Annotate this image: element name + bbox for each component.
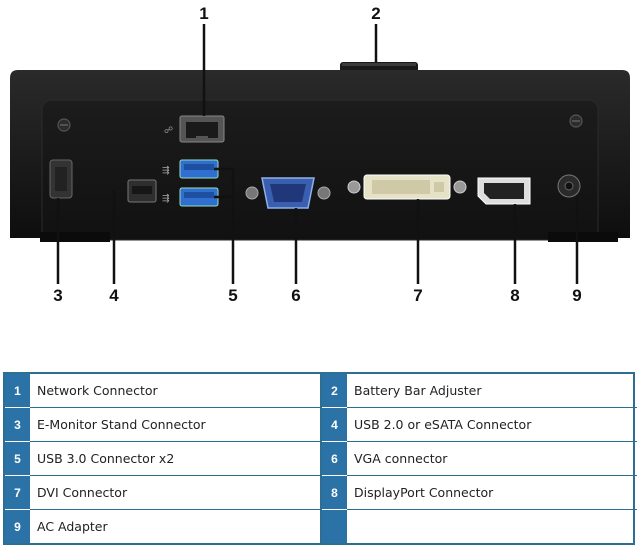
legend-row: 5 USB 3.0 Connector x2 6 VGA connector — [5, 441, 637, 476]
callout-number-3: 3 — [53, 286, 63, 305]
legend-label: Network Connector — [30, 374, 322, 408]
usb3-ports-icon: ⇶ ⇶ — [162, 159, 219, 207]
callout-number-2: 2 — [371, 4, 381, 23]
legend-row: 3 E-Monitor Stand Connector 4 USB 2.0 or… — [5, 407, 637, 442]
legend-label: E-Monitor Stand Connector — [30, 407, 322, 442]
legend-number: 1 — [5, 374, 30, 408]
connector-legend-table: 1 Network Connector 2 Battery Bar Adjust… — [3, 372, 637, 545]
legend-label: VGA connector — [347, 441, 637, 476]
displayport-icon — [477, 177, 531, 205]
callout-number-5: 5 — [228, 286, 238, 305]
legend-number: 4 — [321, 407, 347, 442]
legend-number: 6 — [321, 441, 347, 476]
legend-label: DisplayPort Connector — [347, 475, 637, 510]
esata-port-icon — [127, 179, 157, 203]
port-replicator-diagram: ☍ ⇶ ⇶ — [10, 4, 630, 305]
callout-leader-lines — [56, 24, 579, 284]
leader-line-5 — [214, 167, 235, 284]
callout-number-1: 1 — [199, 4, 209, 23]
ac-adapter-port-icon — [557, 174, 581, 198]
legend-number: 5 — [5, 441, 30, 476]
legend-number: 7 — [5, 475, 30, 510]
callout-number-6: 6 — [291, 286, 301, 305]
legend-number: 9 — [5, 509, 30, 543]
legend-row: 1 Network Connector 2 Battery Bar Adjust… — [5, 374, 637, 408]
dvi-port-icon — [347, 174, 467, 200]
callout-number-7: 7 — [413, 286, 423, 305]
legend-label: DVI Connector — [30, 475, 322, 510]
legend-row: 7 DVI Connector 8 DisplayPort Connector — [5, 475, 637, 510]
legend-label: USB 3.0 Connector x2 — [30, 441, 322, 476]
svg-text:☍: ☍ — [164, 126, 173, 136]
legend-row: 9 AC Adapter — [5, 509, 637, 544]
legend-number: 8 — [321, 475, 347, 510]
legend-label: USB 2.0 or eSATA Connector — [347, 407, 637, 442]
svg-text:⇶: ⇶ — [162, 165, 170, 176]
svg-text:⇶: ⇶ — [162, 193, 170, 204]
callout-number-4: 4 — [109, 286, 119, 305]
vga-port-icon — [245, 177, 331, 209]
legend-number-empty — [321, 509, 347, 543]
callout-number-9: 9 — [572, 286, 582, 305]
dock-body — [10, 70, 630, 242]
callout-number-8: 8 — [510, 286, 520, 305]
network-port-icon: ☍ — [164, 115, 225, 143]
monitor-stand-connector-icon — [49, 159, 73, 199]
legend-label: AC Adapter — [30, 509, 322, 543]
legend-label-empty — [347, 510, 637, 544]
legend-label: Battery Bar Adjuster — [347, 374, 637, 408]
dock-illustration: ☍ ⇶ ⇶ — [10, 24, 630, 284]
legend-number: 2 — [321, 374, 347, 408]
legend-number: 3 — [5, 407, 30, 442]
